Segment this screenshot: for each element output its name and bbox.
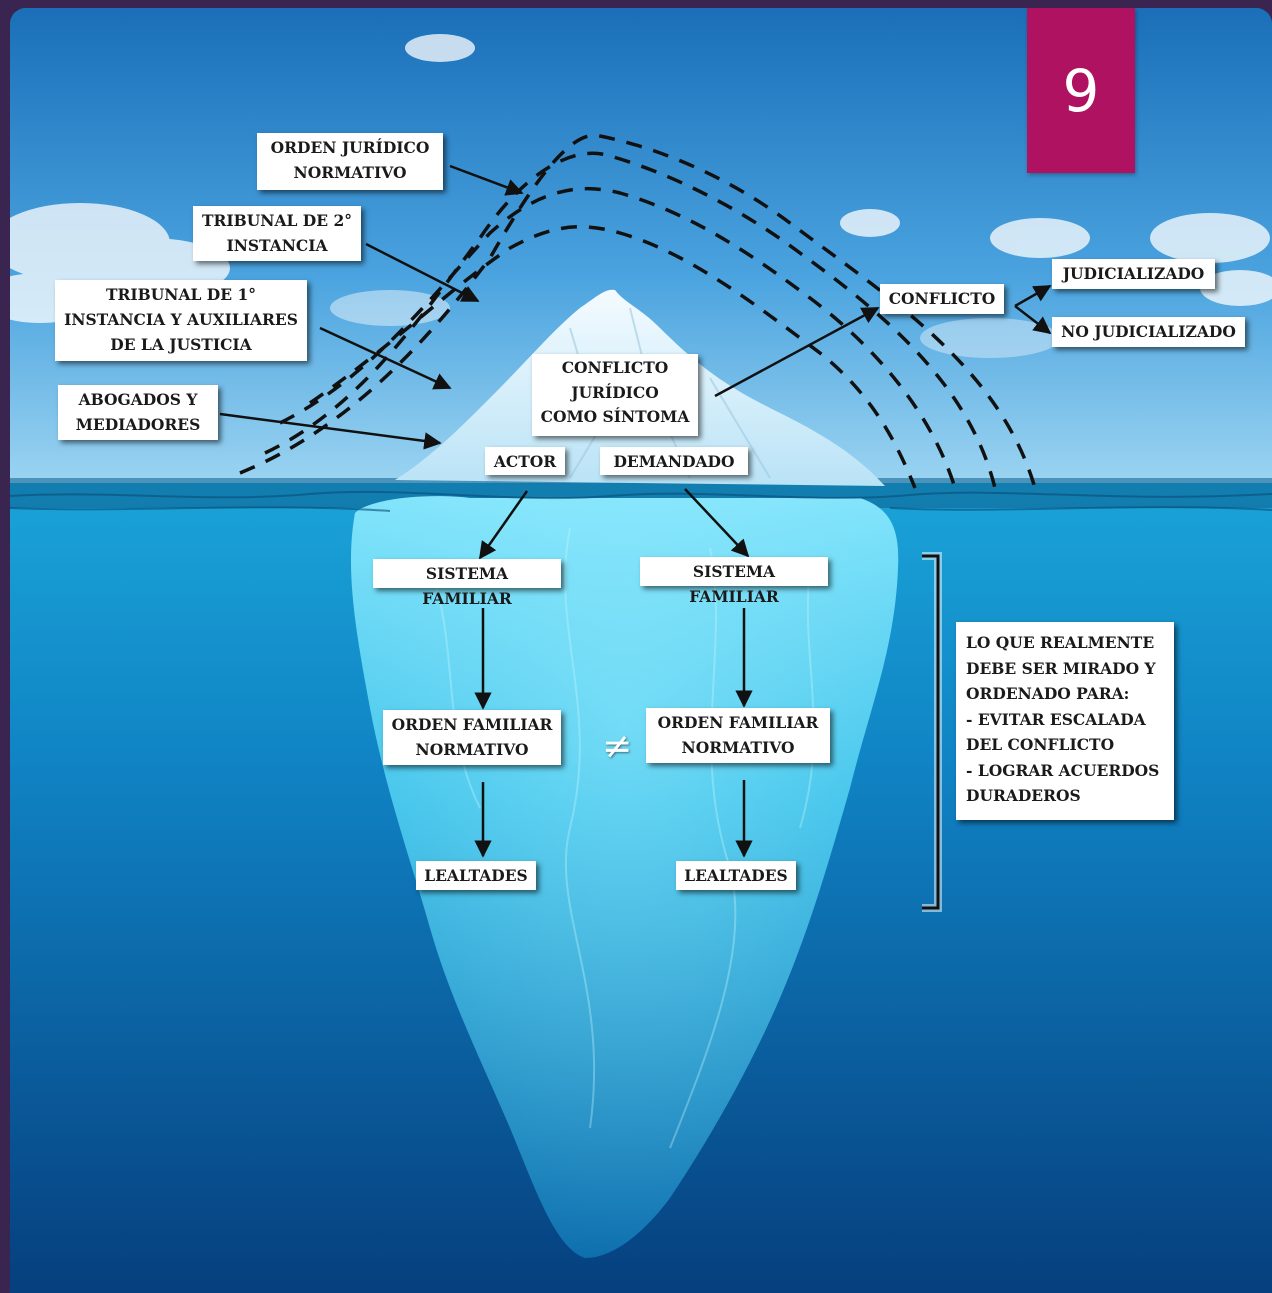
label-abogados-mediadores: ABOGADOS Y MEDIADORES xyxy=(58,385,218,440)
arrow-orden-juridico xyxy=(449,164,524,196)
arrow-tribunal-2 xyxy=(365,242,480,303)
label-orden-juridico-normativo: ORDEN JURÍDICO NORMATIVO xyxy=(257,133,443,190)
label-judicializado: JUDICIALIZADO xyxy=(1052,259,1215,289)
label-conflicto-juridico: CONFLICTO JURÍDICO COMO SÍNTOMA xyxy=(532,354,698,436)
label-actor: ACTOR xyxy=(485,447,565,475)
arrow-abogados xyxy=(219,412,442,450)
arrow-tribunal-1 xyxy=(319,326,452,390)
arrow-actor xyxy=(478,490,529,560)
label-tribunal-primera-instancia: TRIBUNAL DE 1° INSTANCIA Y AUXILIARES DE… xyxy=(55,280,307,361)
label-lealtades-actor: LEALTADES xyxy=(416,861,536,890)
label-sistema-familiar-demandado: SISTEMA FAMILIAR xyxy=(640,557,828,606)
arrow-conflicto xyxy=(714,306,880,398)
label-conflicto: CONFLICTO xyxy=(880,284,1004,314)
label-no-judicializado: NO JUDICIALIZADO xyxy=(1052,317,1245,347)
label-lo-que-realmente: LO QUE REALMENTE DEBE SER MIRADO Y ORDEN… xyxy=(956,622,1174,820)
label-demandado: DEMANDADO xyxy=(600,447,748,475)
arrow-judicializado xyxy=(1014,284,1052,308)
label-tribunal-segunda-instancia: TRIBUNAL DE 2° INSTANCIA xyxy=(193,206,361,261)
clouds xyxy=(10,34,1272,358)
arrow-no-judicializado xyxy=(1014,305,1052,335)
label-lealtades-demandado: LEALTADES xyxy=(676,861,796,890)
label-orden-familiar-demandado: ORDEN FAMILIAR NORMATIVO xyxy=(646,708,830,763)
page-number-badge: 9 xyxy=(1027,8,1135,173)
label-orden-familiar-actor: ORDEN FAMILIAR NORMATIVO xyxy=(383,710,561,765)
arrow-demandado xyxy=(684,488,750,558)
not-equal-sign: ≠ xyxy=(602,726,633,767)
diagram-arrows xyxy=(219,164,1052,858)
label-sistema-familiar-actor: SISTEMA FAMILIAR xyxy=(373,559,561,608)
iceberg-diagram: ORDEN JURÍDICO NORMATIVO TRIBUNAL DE 2° … xyxy=(10,8,1272,1293)
dashed-layers xyxy=(239,133,1037,489)
